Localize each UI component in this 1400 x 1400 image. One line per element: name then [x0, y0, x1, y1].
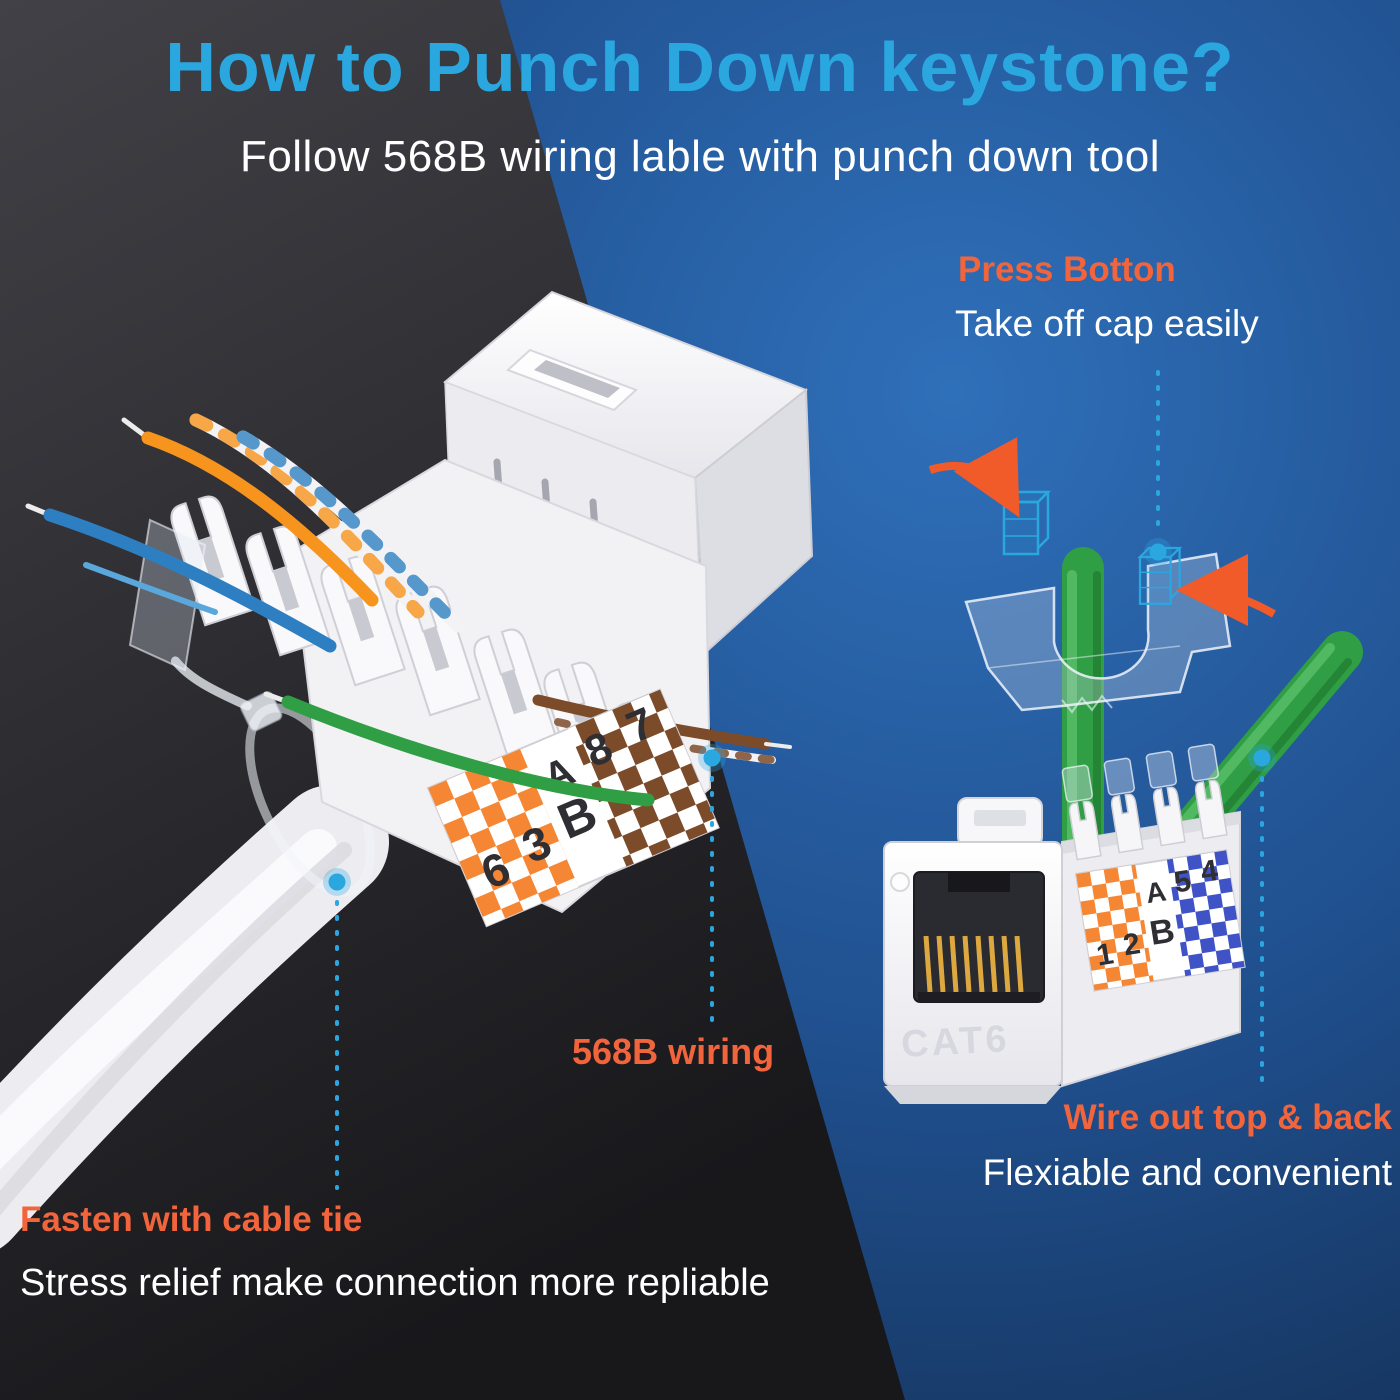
- callout-connectors: [335, 370, 1264, 1190]
- callout-dot-wire-out: [1248, 744, 1276, 772]
- wire-green: [281, 695, 655, 807]
- cat6-jack-body: CAT6 1 2 B A 5 4: [883, 743, 1246, 1104]
- wire-blue: [43, 508, 337, 653]
- page-subtitle: Follow 568B wiring lable with punch down…: [239, 132, 1161, 181]
- label-char: 1: [1094, 937, 1116, 972]
- callout-fasten-title: Fasten with cable tie: [20, 1200, 363, 1239]
- callout-wire-out-subtitle: Flexiable and convenient: [982, 1152, 1392, 1193]
- callout-press-button-title: Press Botton: [958, 250, 1176, 289]
- callout-fasten-subtitle: Stress relief make connection more repli…: [20, 1262, 770, 1304]
- callout-568b-wiring: 568B wiring: [572, 1031, 775, 1072]
- press-arrow-right: [1176, 554, 1276, 627]
- jack-housing: [443, 290, 814, 655]
- keystone-punchdown-illustration: 6 3 B A 8 7: [0, 290, 814, 1249]
- keystone-cat6-illustration: CAT6 1 2 B A 5 4: [883, 437, 1363, 1104]
- label-char: 2: [1121, 927, 1143, 962]
- label-char: B: [1147, 912, 1177, 953]
- callout-press-button-subtitle: Take off cap easily: [955, 303, 1259, 344]
- wiring-label-568b: 6 3 B A 8 7: [426, 688, 720, 928]
- rj45-port: [913, 871, 1045, 1003]
- wiring-label-cat6: 1 2 B A 5 4: [1074, 849, 1246, 992]
- callout-wire-out-title: Wire out top & back: [1063, 1098, 1392, 1137]
- callout-dot-568b: [698, 744, 726, 772]
- cat6-embossed-label: CAT6: [900, 1018, 1010, 1066]
- label-char: A: [1143, 875, 1168, 909]
- page-title: How to Punch Down keystone?: [165, 28, 1235, 106]
- latch-slot: [506, 348, 638, 412]
- label-char: 5: [1172, 864, 1194, 899]
- twisted-pair-wires: [25, 413, 465, 653]
- dust-cap: [928, 437, 1276, 714]
- wire-orange: [141, 431, 379, 607]
- callout-dot-cap: [1144, 538, 1172, 566]
- label-char: 4: [1198, 854, 1220, 889]
- callout-dot-fasten: [323, 868, 351, 896]
- ethernet-cable: [0, 785, 389, 1249]
- press-arrow-left: [928, 437, 1020, 518]
- wire-green-front: [263, 691, 655, 807]
